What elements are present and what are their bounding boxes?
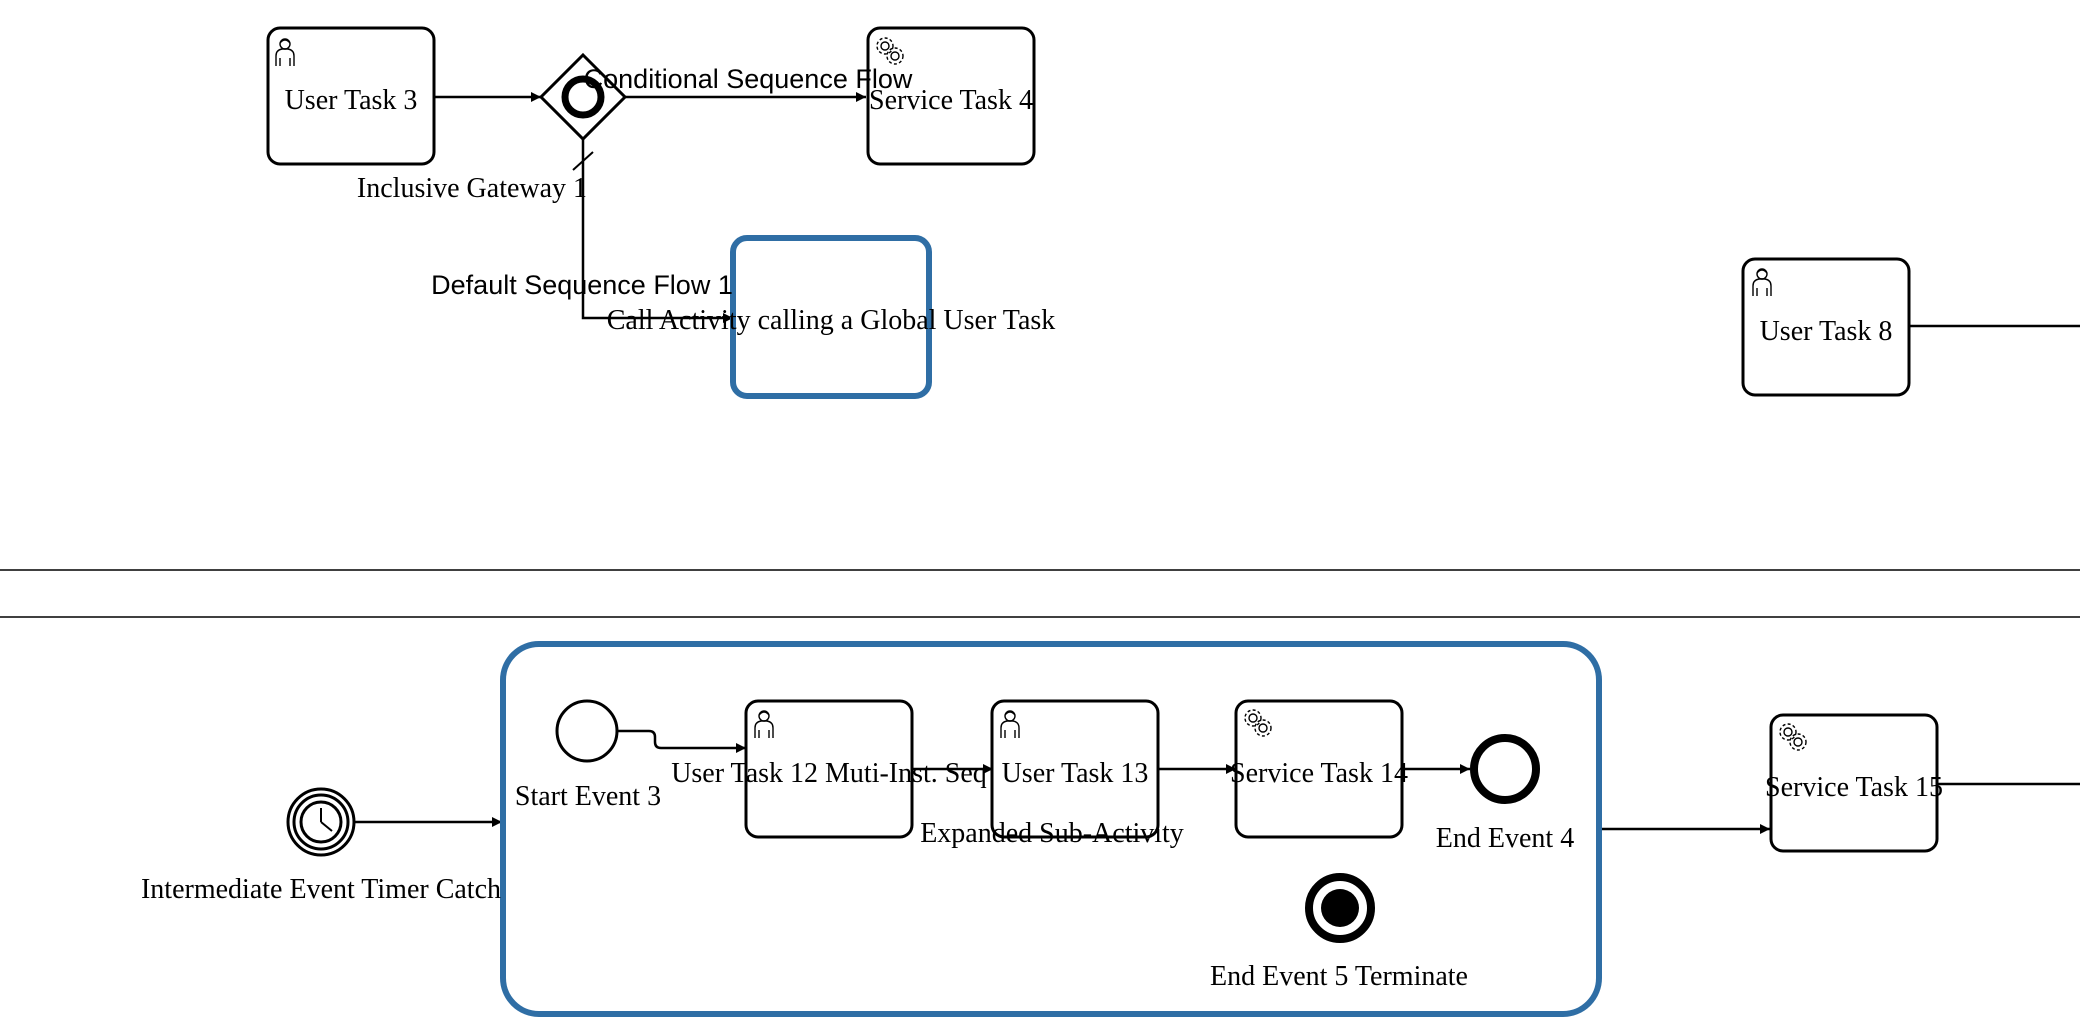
user-task-3[interactable]: User Task 3 bbox=[266, 26, 436, 166]
start-event-label: Start Event 3 bbox=[515, 781, 661, 812]
task-label: User Task 12 Muti-Inst. Seq bbox=[671, 758, 987, 789]
end-event-5-terminate[interactable] bbox=[1305, 873, 1375, 943]
service-task-4[interactable]: Service Task 4 bbox=[866, 26, 1036, 166]
flow-default[interactable] bbox=[581, 138, 733, 323]
task-label: User Task 3 bbox=[285, 85, 418, 116]
conditional-flow-label: Conditional Sequence Flow bbox=[584, 64, 913, 94]
timer-label: Intermediate Event Timer Catch bbox=[141, 874, 501, 905]
timer-catch-event[interactable] bbox=[286, 787, 356, 857]
default-flow-label: Default Sequence Flow 1 bbox=[431, 270, 733, 300]
call-activity-label: Call Activity calling a Global User Task bbox=[607, 305, 1056, 336]
gateway-label: Inclusive Gateway 1 bbox=[357, 173, 587, 204]
task-label: User Task 13 bbox=[1002, 758, 1149, 789]
task-label: Service Task 4 bbox=[869, 85, 1033, 116]
clock-icon bbox=[299, 800, 343, 844]
end-event-4[interactable] bbox=[1470, 734, 1540, 804]
user-task-13[interactable] bbox=[990, 699, 1160, 839]
start-event-3[interactable] bbox=[555, 699, 619, 763]
task-label: Service Task 14 bbox=[1230, 758, 1408, 789]
task-label: Service Task 15 bbox=[1765, 772, 1943, 803]
sub-activity-label: Expanded Sub-Activity bbox=[920, 818, 1184, 849]
call-activity[interactable] bbox=[730, 235, 932, 399]
user-task-8[interactable]: User Task 8 bbox=[1741, 257, 1911, 397]
inclusive-gateway-marker bbox=[561, 75, 605, 119]
end-event-label: End Event 5 Terminate bbox=[1210, 961, 1468, 992]
inclusive-gateway-1[interactable] bbox=[538, 52, 628, 142]
task-label: User Task 8 bbox=[1760, 316, 1893, 347]
end-event-label: End Event 4 bbox=[1436, 823, 1574, 854]
user-task-12[interactable] bbox=[744, 699, 914, 839]
service-task-14[interactable] bbox=[1234, 699, 1404, 839]
default-flow-marker bbox=[572, 151, 594, 171]
service-task-15[interactable]: Service Task 15 bbox=[1765, 713, 1943, 853]
flow-start-to-usertask12[interactable] bbox=[617, 729, 746, 753]
